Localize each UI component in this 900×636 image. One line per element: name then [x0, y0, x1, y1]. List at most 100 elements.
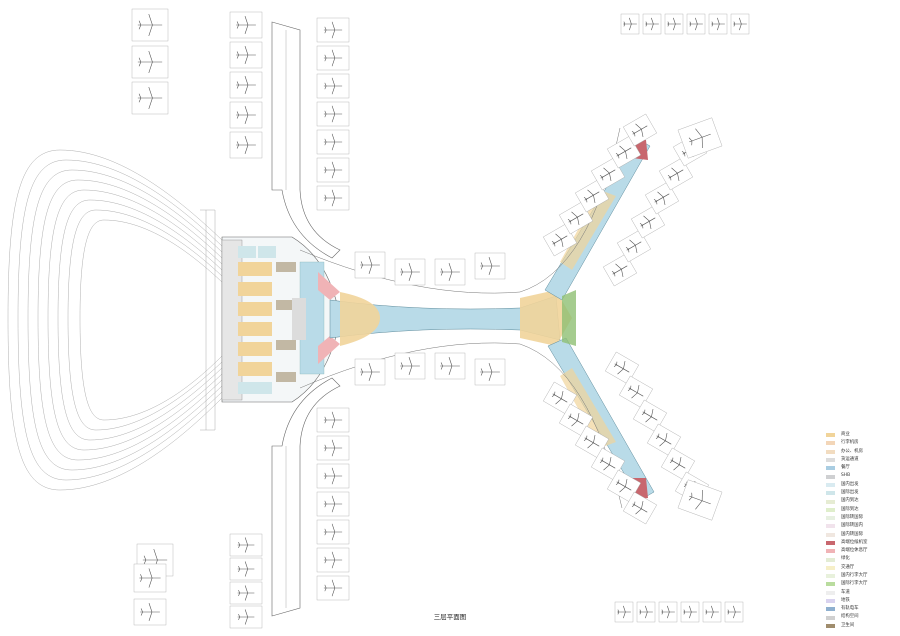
legend-swatch — [826, 482, 835, 487]
north-pier — [271, 21, 341, 259]
legend-label: 国际行李大厅 — [841, 581, 868, 587]
legend-label: 国内到达 — [841, 498, 859, 504]
aircraft-stand — [708, 13, 728, 35]
legend-item: 交通厅 — [826, 564, 896, 572]
aircraft-stand — [316, 17, 350, 43]
aircraft-stands — [131, 8, 750, 629]
plan-caption: 三层平面图 — [433, 613, 467, 621]
aircraft-stand — [474, 358, 506, 386]
aircraft-stand — [622, 113, 658, 147]
aircraft-stand — [316, 157, 350, 183]
legend-label: 高端位候机室 — [841, 539, 868, 545]
legend-swatch — [826, 524, 835, 529]
legend-swatch — [826, 599, 835, 604]
legend-item: 国内到达 — [826, 497, 896, 505]
aircraft-stand — [229, 131, 263, 159]
aircraft-stand — [434, 258, 466, 286]
legend-label: 国际转国内 — [841, 523, 863, 529]
aircraft-stand — [316, 101, 350, 127]
aircraft-stand — [316, 435, 350, 461]
aircraft-stand — [229, 581, 263, 605]
legend-swatch — [826, 582, 835, 587]
aircraft-stand — [730, 13, 750, 35]
legend-label: 车道 — [841, 589, 850, 595]
aircraft-stand — [677, 479, 723, 521]
aircraft-stand — [316, 407, 350, 433]
legend-item: 高端位休息厅 — [826, 547, 896, 555]
legend-item: 国内转国际 — [826, 531, 896, 539]
aircraft-stand — [664, 13, 684, 35]
aircraft-stand — [636, 601, 656, 623]
aircraft-stand — [316, 45, 350, 71]
aircraft-stand — [354, 251, 386, 279]
legend-swatch — [826, 516, 835, 521]
aircraft-stand — [131, 8, 169, 42]
legend-item: 货运通道 — [826, 456, 896, 464]
legend-swatch — [826, 541, 835, 545]
legend-item: SHB — [826, 472, 896, 480]
legend-label: 货运通道 — [841, 456, 859, 462]
legend-swatch — [826, 499, 835, 504]
aircraft-stand — [614, 601, 634, 623]
legend-item: 国际行李大厅 — [826, 580, 896, 588]
legend-item: 高端位候机室 — [826, 539, 896, 547]
aircraft-stand — [642, 13, 662, 35]
central-concourse — [299, 127, 655, 509]
legend-label: 国内转国际 — [841, 531, 863, 537]
legend-swatch — [826, 474, 835, 479]
legend-label: 国际到达 — [841, 506, 859, 512]
aircraft-stand — [394, 352, 426, 380]
landside-road-loops — [7, 149, 223, 491]
aircraft-stand — [316, 547, 350, 573]
legend-swatch — [826, 466, 835, 471]
aircraft-stand — [229, 533, 263, 557]
aircraft-stand — [394, 258, 426, 286]
legend-label: 国内行李大厅 — [841, 572, 868, 578]
aircraft-stand — [229, 101, 263, 129]
aircraft-stand — [620, 13, 640, 35]
aircraft-stand — [316, 129, 350, 155]
legend-swatch — [826, 607, 835, 612]
aircraft-stand — [229, 71, 263, 99]
aircraft-stand — [316, 519, 350, 545]
legend-swatch — [826, 449, 835, 454]
aircraft-stand — [316, 575, 350, 601]
aircraft-stand — [590, 447, 626, 481]
aircraft-stand — [724, 601, 744, 623]
main-terminal-building — [221, 236, 341, 403]
aircraft-stand — [316, 185, 350, 211]
legend-item: 国内出发 — [826, 481, 896, 489]
aircraft-stand — [229, 11, 263, 39]
legend-item: 商业 — [826, 431, 896, 439]
aircraft-stand — [474, 252, 506, 280]
south-pier — [271, 377, 341, 617]
legend-swatch — [826, 433, 835, 438]
legend-item: 国际到达 — [826, 506, 896, 514]
aircraft-stand — [658, 601, 678, 623]
aircraft-stand — [354, 358, 386, 386]
aircraft-stand — [316, 463, 350, 489]
aircraft-stand — [133, 563, 167, 593]
legend-swatch — [826, 615, 835, 620]
legend-label: 国际出发 — [841, 490, 859, 496]
aircraft-stand — [622, 491, 658, 525]
legend-item: 卫生间 — [826, 622, 896, 630]
legend-item: 国际转国内 — [826, 522, 896, 530]
legend-item: 地铁 — [826, 597, 896, 605]
legend-swatch — [826, 565, 835, 570]
legend-label: 交通厅 — [841, 564, 855, 570]
legend-swatch — [826, 441, 835, 446]
legend-label: 国内出发 — [841, 481, 859, 487]
legend-label: 办公、机房 — [841, 448, 863, 454]
aircraft-stand — [131, 81, 169, 115]
legend-item: 车道 — [826, 589, 896, 597]
aircraft-stand — [133, 598, 167, 626]
legend-label: 地铁 — [841, 597, 850, 603]
legend-label: 卫生间 — [841, 622, 855, 628]
aircraft-stand — [702, 601, 722, 623]
legend-item: 国际转国际 — [826, 514, 896, 522]
legend-swatch — [826, 532, 835, 537]
legend-label: 商业 — [841, 431, 850, 437]
